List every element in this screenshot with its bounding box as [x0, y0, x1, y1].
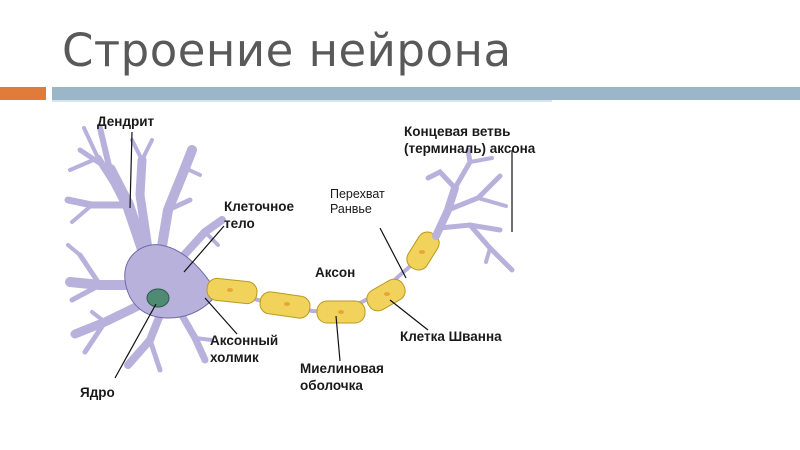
axon-terminals: [425, 147, 515, 273]
label-ranvier-line1: Перехват: [330, 187, 385, 201]
neuron-dendrites: [64, 125, 226, 373]
accent-bar-thin-line: [52, 100, 552, 102]
label-myelin-line2: оболочка: [300, 378, 363, 393]
label-cell-body-line2: тело: [224, 216, 255, 231]
label-terminal-line2: (терминаль) аксона: [404, 141, 536, 156]
label-dendrite: Дендрит: [97, 114, 155, 129]
label-terminal-line1: Концевая ветвь: [404, 124, 511, 139]
label-cell-body-line1: Клеточное: [224, 199, 295, 214]
label-ranvier-line2: Ранвье: [330, 202, 372, 216]
label-axon-hillock-line1: Аксонный: [210, 333, 279, 348]
label-nucleus: Ядро: [80, 385, 115, 400]
accent-bar-orange: [0, 87, 46, 100]
nucleus: [146, 288, 170, 308]
label-myelin-line1: Миелиновая: [300, 361, 384, 376]
pointer-lines: [114, 131, 513, 379]
accent-bar-blue: [52, 87, 800, 100]
label-axon: Аксон: [315, 265, 356, 280]
label-schwann-cell: Клетка Шванна: [400, 329, 502, 344]
myelin-segments: [206, 231, 440, 324]
slide-title: Строение нейрона: [62, 24, 512, 77]
label-axon-hillock-line2: холмик: [210, 350, 259, 365]
